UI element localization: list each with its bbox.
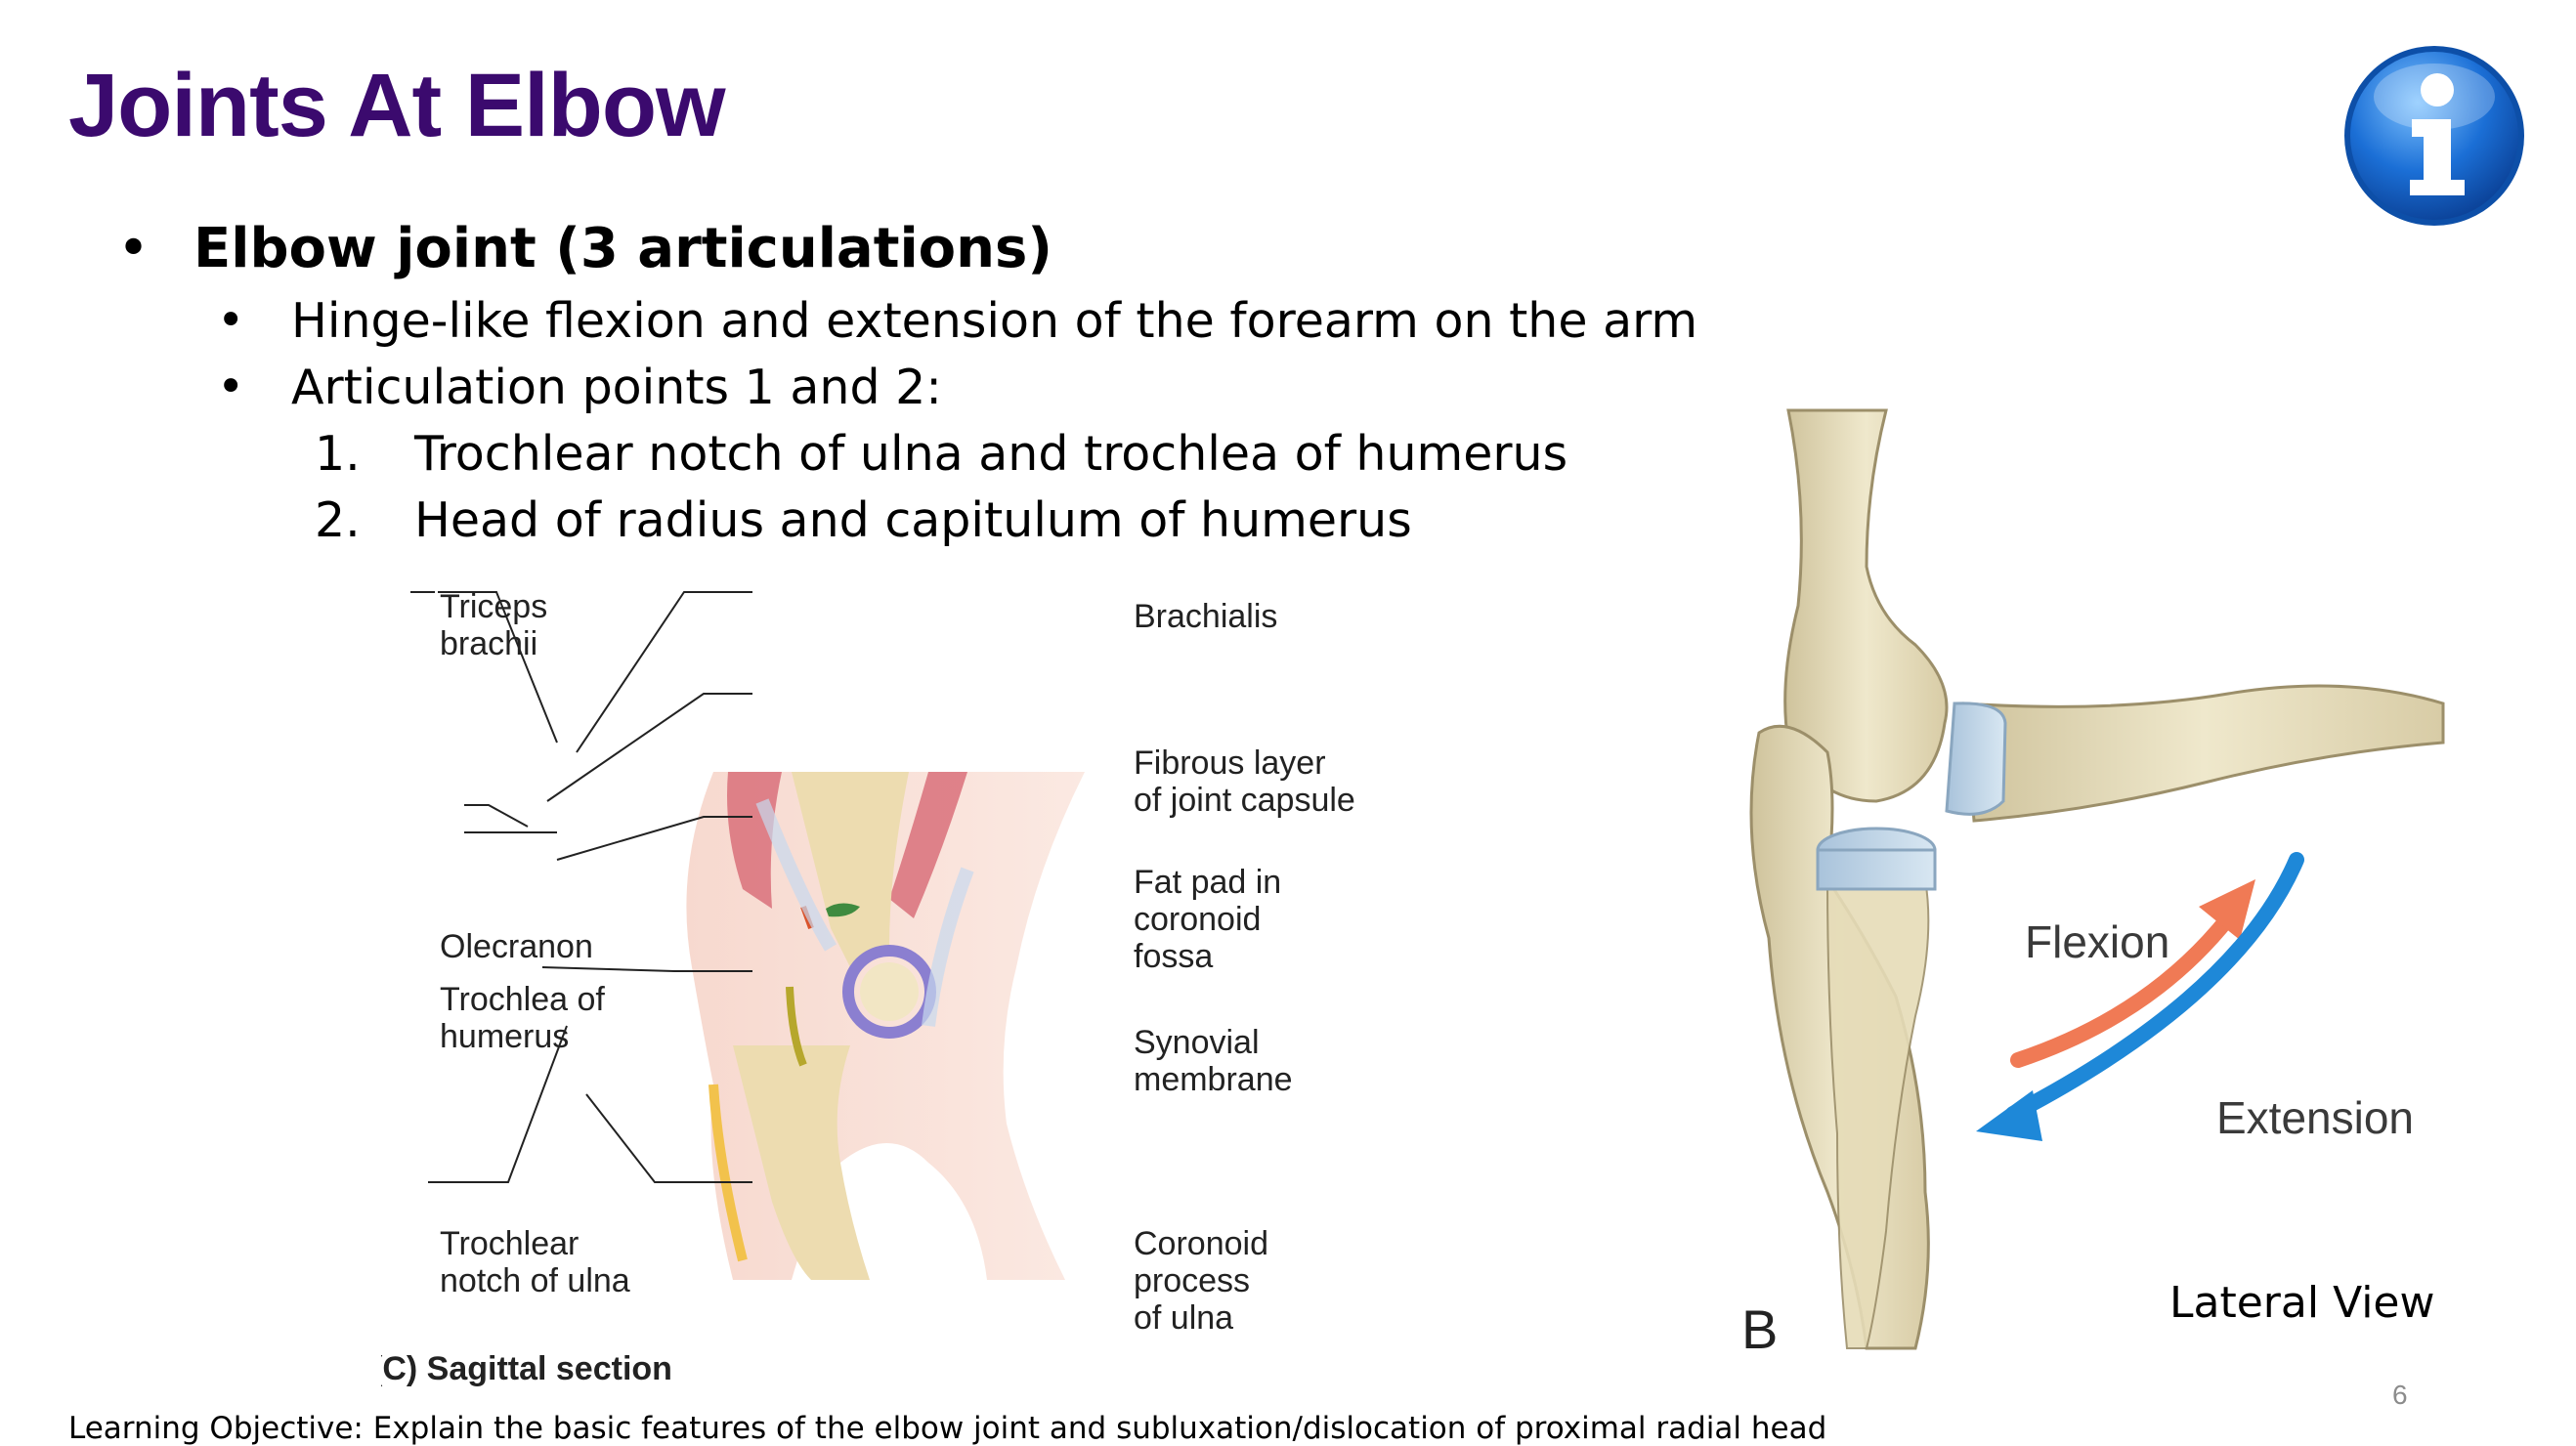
- extension-label: Extension: [2216, 1092, 2414, 1143]
- label-synovial-line1: Synovial: [1134, 1024, 1260, 1061]
- numbered-item-number: 1.: [315, 426, 361, 482]
- numbered-item-text: Head of radius and capitulum of humerus: [414, 492, 1412, 548]
- slide-title: Joints At Elbow: [68, 56, 726, 155]
- figure-caption: (C) Sagittal section: [381, 1350, 672, 1387]
- info-icon[interactable]: [2341, 43, 2527, 229]
- learning-objective: Learning Objective: Explain the basic fe…: [68, 1411, 1827, 1446]
- bullet-main: Elbow joint (3 articulations): [193, 217, 1052, 280]
- extension-arrowhead: [1976, 1090, 2042, 1141]
- label-fatpad-line2: coronoid: [1134, 901, 1261, 938]
- label-notch-line1: Trochlear: [440, 1225, 579, 1262]
- flexion-arrow: [2010, 911, 2236, 1068]
- label-fibrous-line1: Fibrous layer: [1134, 744, 1326, 782]
- label-triceps-line1: Triceps: [440, 588, 547, 625]
- sub-bullet-dot: •: [217, 293, 245, 348]
- label-olecranon: Olecranon: [440, 928, 593, 965]
- sub-bullet-1: Hinge-like flexion and extension of the …: [291, 293, 1698, 349]
- slide-number: 6: [2392, 1380, 2408, 1410]
- numbered-item-number: 2.: [315, 492, 361, 548]
- view-label: Lateral View: [2169, 1278, 2434, 1328]
- panel-letter: B: [1741, 1298, 1778, 1360]
- label-brachialis-text: Brachialis: [1134, 598, 1277, 635]
- flexion-label: Flexion: [2025, 916, 2169, 967]
- label-synovial-line2: membrane: [1134, 1061, 1293, 1098]
- numbered-item-text: Trochlear notch of ulna and trochlea of …: [414, 426, 1568, 482]
- flexion-arrowhead: [2199, 879, 2255, 940]
- label-notch-line2: notch of ulna: [440, 1262, 630, 1299]
- label-fatpad-line1: Fat pad in: [1134, 864, 1281, 901]
- label-triceps-line2: brachii: [440, 625, 537, 662]
- label-fibrous-line2: of joint capsule: [1134, 782, 1355, 819]
- label-coronoid-line2: process: [1134, 1262, 1250, 1299]
- sub-bullet-2: Articulation points 1 and 2:: [291, 360, 942, 415]
- label-trochlea-line2: humerus: [440, 1018, 569, 1055]
- extension-arrow: [2005, 852, 2304, 1122]
- sub-bullet-dot: •: [217, 360, 245, 414]
- lateral-view-figure: Flexion Extension B Lateral View: [1720, 391, 2502, 1368]
- bullet-dot: •: [117, 217, 150, 280]
- label-coronoid-line3: of ulna: [1134, 1299, 1233, 1337]
- label-coronoid-line1: Coronoid: [1134, 1225, 1268, 1262]
- label-fatpad-line3: fossa: [1134, 938, 1213, 975]
- label-trochlea-line1: Trochlea of: [440, 981, 605, 1018]
- sagittal-section-figure: Triceps brachii Olecranon Trochlea of hu…: [371, 576, 1378, 1397]
